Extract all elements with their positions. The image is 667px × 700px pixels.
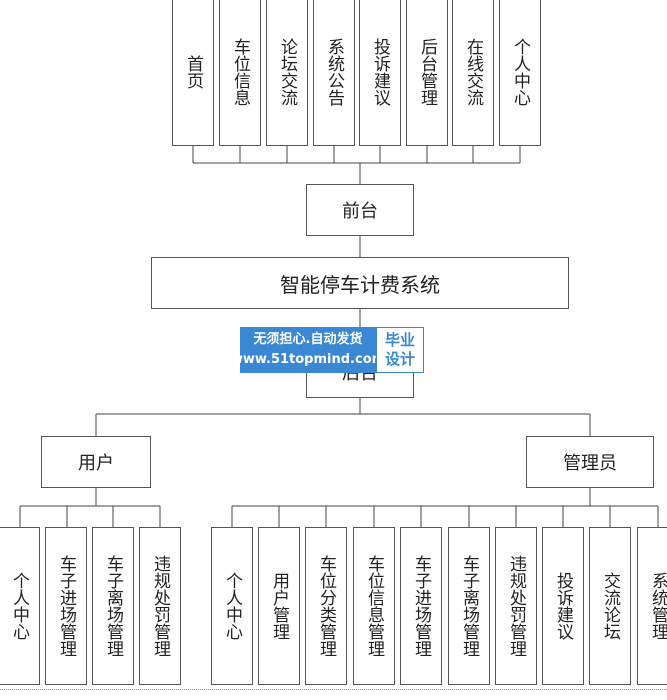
admin-item-1: 用户管理 xyxy=(258,527,300,685)
user-item-label: 车子离场管理 xyxy=(103,555,123,657)
admin-item-7: 投诉建议 xyxy=(542,527,584,685)
watermark-tag: 毕业 设计 xyxy=(376,327,424,373)
user-item-3: 违规处罚管理 xyxy=(139,527,181,685)
admin-item-5: 车子离场管理 xyxy=(448,527,490,685)
frontend-item-2: 论坛交流 xyxy=(266,0,308,146)
frontend-item-label: 车位信息 xyxy=(230,38,250,106)
frontend-item-label: 投诉建议 xyxy=(370,38,390,106)
frontend-node: 前台 xyxy=(306,184,414,236)
user-item-1: 车子进场管理 xyxy=(45,527,87,685)
frontend-item-label: 系统公告 xyxy=(324,38,344,106)
admin-item-label: 车子进场管理 xyxy=(411,555,431,657)
admin-item-label: 车子离场管理 xyxy=(459,555,479,657)
admin-item-9: 系统管理 xyxy=(637,527,667,685)
user-item-0: 个人中心 xyxy=(0,527,40,685)
frontend-item-5: 后台管理 xyxy=(406,0,448,146)
admin-node-label: 管理员 xyxy=(563,453,617,474)
user-node: 用户 xyxy=(41,436,151,488)
frontend-item-0: 首页 xyxy=(172,0,214,146)
admin-item-2: 车位分类管理 xyxy=(305,527,347,685)
admin-item-label: 系统管理 xyxy=(648,572,667,640)
watermark-badge1: 毕业 xyxy=(384,331,415,349)
admin-item-label: 车位分类管理 xyxy=(316,555,336,657)
admin-node: 管理员 xyxy=(526,436,654,488)
watermark-badge: 无须担心.自动发货 www.51topmind.com 毕业 设计 xyxy=(231,327,424,373)
admin-item-label: 车位信息管理 xyxy=(364,555,384,657)
page-divider xyxy=(0,689,667,690)
user-item-2: 车子离场管理 xyxy=(92,527,134,685)
frontend-item-6: 在线交流 xyxy=(452,0,494,146)
admin-item-label: 违规处罚管理 xyxy=(506,555,526,657)
frontend-item-label: 个人中心 xyxy=(510,38,530,106)
frontend-item-1: 车位信息 xyxy=(219,0,261,146)
admin-item-label: 个人中心 xyxy=(222,572,242,640)
frontend-item-4: 投诉建议 xyxy=(359,0,401,146)
system-title: 智能停车计费系统 xyxy=(280,272,440,297)
watermark-line2: www.51topmind.com xyxy=(230,352,386,367)
frontend-item-label: 首页 xyxy=(183,55,203,89)
admin-item-label: 用户管理 xyxy=(269,572,289,640)
admin-item-3: 车位信息管理 xyxy=(353,527,395,685)
user-item-label: 违规处罚管理 xyxy=(150,555,170,657)
frontend-node-label: 前台 xyxy=(342,201,378,222)
watermark-badge2: 设计 xyxy=(384,350,415,368)
admin-item-label: 投诉建议 xyxy=(553,572,573,640)
frontend-item-label: 在线交流 xyxy=(463,38,483,106)
admin-item-4: 车子进场管理 xyxy=(400,527,442,685)
admin-item-label: 交流论坛 xyxy=(600,572,620,640)
frontend-item-7: 个人中心 xyxy=(499,0,541,146)
frontend-item-3: 系统公告 xyxy=(313,0,355,146)
watermark-line1: 无须担心.自动发货 xyxy=(253,332,363,347)
user-item-label: 个人中心 xyxy=(9,572,29,640)
system-node: 智能停车计费系统 xyxy=(151,257,569,309)
admin-item-8: 交流论坛 xyxy=(589,527,631,685)
user-node-label: 用户 xyxy=(78,453,114,474)
admin-item-6: 违规处罚管理 xyxy=(495,527,537,685)
user-item-label: 车子进场管理 xyxy=(56,555,76,657)
frontend-item-label: 论坛交流 xyxy=(277,38,297,106)
watermark-text: 无须担心.自动发货 www.51topmind.com xyxy=(231,327,385,373)
admin-item-0: 个人中心 xyxy=(211,527,253,685)
frontend-item-label: 后台管理 xyxy=(417,38,437,106)
